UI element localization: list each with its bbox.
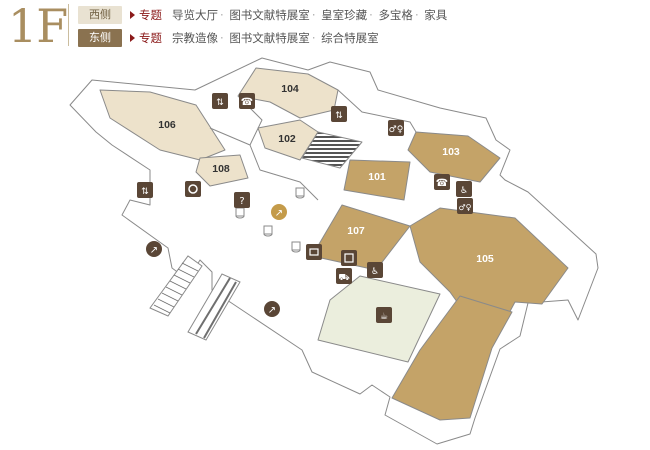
legend-item[interactable]: 图书文献特展室: [229, 31, 310, 45]
svg-text:↗: ↗: [150, 245, 158, 256]
wheelchair-icon[interactable]: ♿: [456, 181, 472, 197]
room-105-lower: [391, 295, 513, 421]
svg-text:↗: ↗: [268, 305, 276, 316]
wheelchair-icon[interactable]: ♿: [367, 262, 383, 278]
elevator-icon[interactable]: ⇅: [331, 106, 347, 122]
svg-text:?: ?: [239, 196, 244, 207]
inner-wall: [209, 127, 319, 201]
stairs-icon: [149, 255, 203, 317]
atm-icon[interactable]: [341, 250, 357, 266]
legend-item[interactable]: 图书文献特展室: [229, 8, 310, 22]
header-divider: [68, 4, 69, 46]
tag-east[interactable]: 东侧: [78, 29, 122, 47]
elevator-icon[interactable]: ⇅: [212, 93, 228, 109]
phone-icon[interactable]: ☎: [239, 93, 255, 109]
elevator-icon[interactable]: ⇅: [137, 182, 153, 198]
legend-item[interactable]: 导览大厅: [172, 8, 218, 22]
legend-item[interactable]: 宗教造像: [172, 31, 218, 45]
exit-arrow-icon[interactable]: ↗: [146, 241, 162, 257]
restroom-icon[interactable]: ♂♀: [457, 198, 473, 214]
phone-icon[interactable]: ☎: [434, 174, 450, 190]
svg-text:☎: ☎: [241, 97, 253, 108]
legend-row-east: 东侧 专题 宗教造像· 图书文献特展室· 综合特展室: [78, 29, 379, 47]
svg-text:♿: ♿: [460, 186, 468, 196]
escalator-icon: [187, 273, 241, 341]
inner-wall: [337, 89, 417, 133]
room-label-102[interactable]: 102: [278, 133, 296, 145]
exit-arrow-icon[interactable]: ↗: [264, 301, 280, 317]
column: [235, 187, 305, 253]
shop-icon[interactable]: [306, 244, 322, 260]
room-label-104[interactable]: 104: [281, 83, 299, 95]
restroom-icon[interactable]: ♂♀: [388, 120, 404, 136]
legend-item[interactable]: 综合特展室: [321, 31, 379, 45]
room-105: [409, 207, 569, 331]
room-label-103[interactable]: 103: [442, 146, 460, 158]
svg-text:☎: ☎: [436, 178, 448, 189]
svg-text:♿: ♿: [371, 267, 379, 277]
cafe-icon[interactable]: ☕: [376, 307, 392, 323]
room-108: [195, 154, 249, 187]
topic-label[interactable]: 专题: [139, 8, 162, 22]
info-icon[interactable]: ?: [234, 192, 250, 208]
topic-label[interactable]: 专题: [139, 31, 162, 45]
cloakroom-icon[interactable]: [185, 181, 201, 197]
legend-row-west: 西侧 专题 导览大厅· 图书文献特展室· 皇室珍藏· 多宝格· 家具: [78, 6, 447, 24]
svg-text:☕: ☕: [380, 312, 388, 322]
room-106: [99, 89, 226, 161]
room-103: [407, 131, 501, 183]
room-label-105[interactable]: 105: [476, 253, 494, 265]
room-label-106[interactable]: 106: [158, 119, 176, 131]
svg-text:♂♀: ♂♀: [458, 203, 471, 212]
legend-item[interactable]: 多宝格: [378, 8, 413, 22]
arrow-marker-icon: [130, 34, 135, 42]
legend-item[interactable]: 家具: [424, 8, 448, 22]
svg-text:↗: ↗: [275, 208, 283, 219]
svg-text:♂♀: ♂♀: [389, 125, 404, 135]
room-label-101[interactable]: 101: [368, 171, 386, 183]
tag-west[interactable]: 西侧: [78, 6, 122, 24]
cart-icon[interactable]: ⛟: [336, 268, 352, 284]
exit-arrow-icon[interactable]: ↗: [271, 204, 287, 220]
room-label-108[interactable]: 108: [212, 163, 230, 175]
legend-item[interactable]: 皇室珍藏: [321, 8, 368, 22]
floor-title: 1F: [8, 0, 68, 53]
room-label-107[interactable]: 107: [347, 225, 365, 237]
arrow-marker-icon: [130, 11, 135, 19]
auditorium-seating: [301, 131, 363, 169]
svg-text:⇅: ⇅: [335, 111, 343, 121]
svg-text:⇅: ⇅: [216, 98, 224, 108]
svg-text:⛟: ⛟: [338, 273, 349, 283]
room-101: [343, 159, 411, 201]
svg-text:⇅: ⇅: [141, 187, 149, 197]
